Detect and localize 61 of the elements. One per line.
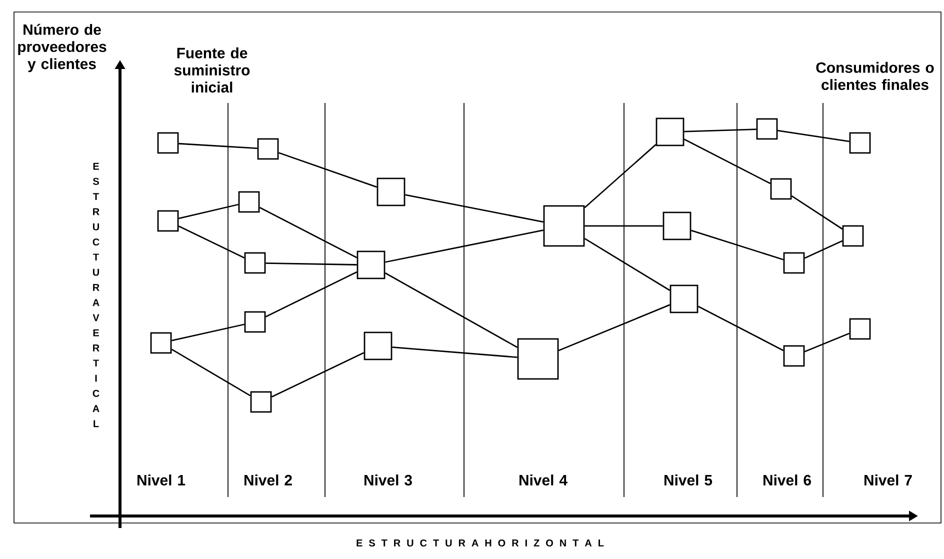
node-box bbox=[543, 205, 585, 247]
connector-line bbox=[584, 225, 663, 227]
level-label: Nivel 2 bbox=[244, 474, 292, 486]
node-box bbox=[356, 250, 386, 280]
connector-line bbox=[178, 226, 245, 258]
node-box bbox=[376, 178, 406, 206]
node-box bbox=[783, 345, 805, 367]
connector-line bbox=[558, 304, 670, 352]
connector-line bbox=[171, 348, 251, 396]
connector-line bbox=[684, 138, 771, 184]
level-label: Nivel 5 bbox=[664, 474, 712, 486]
node-box bbox=[157, 132, 179, 154]
connector-line bbox=[698, 306, 784, 352]
node-box bbox=[849, 318, 871, 340]
axis-title: Número de proveedores y clientes bbox=[18, 24, 106, 72]
level-label: Nivel 4 bbox=[520, 474, 568, 486]
level-label: Nivel 1 bbox=[138, 474, 186, 486]
node-box bbox=[756, 118, 778, 140]
column-heading: Consumidores o clientes finales bbox=[816, 62, 934, 90]
node-box bbox=[364, 332, 392, 360]
node-box bbox=[250, 391, 272, 413]
level-label: Nivel 6 bbox=[764, 474, 811, 486]
node-box bbox=[244, 252, 266, 274]
axis-title: E S T R U C T U R A H O R I Z O N T A L bbox=[356, 539, 604, 546]
connector-line bbox=[791, 195, 843, 230]
connector-line bbox=[584, 238, 670, 291]
connector-line bbox=[584, 144, 656, 208]
level-label: Nivel 3 bbox=[364, 474, 412, 486]
node-box bbox=[157, 210, 179, 232]
column-heading: Fuente de suministro inicial bbox=[174, 47, 250, 93]
connector-line bbox=[804, 332, 850, 352]
connector-line bbox=[172, 324, 244, 342]
node-box bbox=[150, 332, 172, 354]
connector-line bbox=[271, 352, 364, 398]
connector-line bbox=[684, 128, 756, 132]
connector-line bbox=[405, 194, 544, 223]
connector-line bbox=[384, 272, 518, 348]
node-box bbox=[656, 118, 684, 146]
node-box bbox=[257, 138, 279, 160]
axis-title: E S T R U C T U R A V E R T I C A L bbox=[92, 162, 100, 428]
connector-line bbox=[265, 271, 358, 318]
node-box bbox=[842, 225, 864, 247]
connector-line bbox=[385, 229, 544, 263]
connector-line bbox=[778, 130, 850, 142]
node-box bbox=[770, 178, 792, 200]
node-box bbox=[783, 252, 805, 274]
node-box bbox=[238, 191, 260, 213]
node-box bbox=[517, 338, 559, 380]
level-label: Nivel 7 bbox=[864, 474, 912, 486]
connector-line bbox=[259, 206, 358, 258]
connector-line bbox=[392, 346, 518, 358]
connector-line bbox=[691, 230, 784, 260]
connector-line bbox=[278, 152, 378, 188]
node-box bbox=[670, 284, 698, 314]
connector-line bbox=[178, 204, 238, 220]
connector-line bbox=[804, 240, 843, 259]
node-box bbox=[849, 132, 871, 154]
node-box bbox=[662, 212, 692, 240]
connector-line bbox=[178, 142, 258, 150]
connector-line bbox=[266, 262, 357, 266]
node-box bbox=[244, 311, 266, 333]
